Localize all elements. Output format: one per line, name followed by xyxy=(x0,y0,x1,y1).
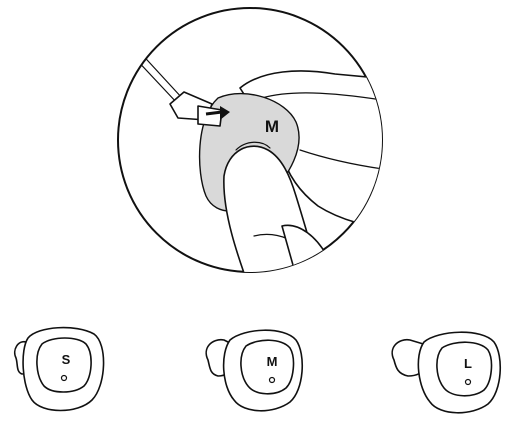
earbud-large: L xyxy=(392,332,500,413)
earbud-small: S xyxy=(15,328,104,411)
detail-circle: M xyxy=(118,8,400,290)
earbud-medium: M xyxy=(206,330,302,411)
tool-nozzle xyxy=(198,106,222,126)
insert-arrow-shaft xyxy=(206,112,222,114)
earbud-medium-label: M xyxy=(267,354,278,369)
earbud-large-label: L xyxy=(464,356,472,371)
detail-size-label: M xyxy=(265,117,279,136)
earbud-small-label: S xyxy=(62,352,71,367)
